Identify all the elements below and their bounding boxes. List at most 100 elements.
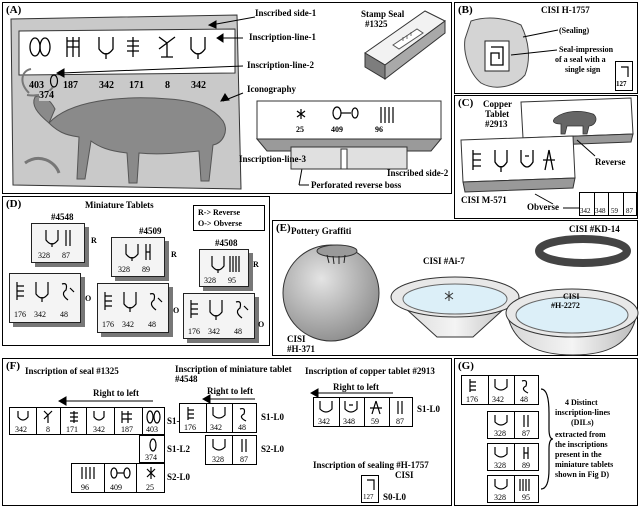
seal-num-187: 187	[63, 80, 78, 91]
f-seal-n1: 342	[15, 425, 27, 434]
f-mini-s1: S1-L0	[261, 412, 285, 422]
panel-b-sealing: (Sealing)	[559, 26, 590, 35]
g-desc-4: extracted from	[555, 430, 606, 439]
g-r4-a: 328	[494, 493, 506, 502]
sealing-h1757	[464, 17, 529, 88]
label-inscribed-side-2: Inscribed side-2	[387, 168, 449, 178]
seal-1325-face	[10, 14, 242, 190]
d-o-label-2: O	[173, 306, 180, 315]
g-desc-6: present in the	[555, 450, 602, 459]
seal-num-374: 374	[39, 90, 54, 101]
animal-icon	[553, 110, 597, 135]
f-seal-title: Inscription of seal #1325	[25, 366, 119, 376]
f-mini-b1: 328	[212, 455, 224, 464]
tablet-4508-obverse: 176 342 48	[183, 293, 255, 339]
g-row-4: 328 95	[487, 475, 539, 503]
f-label-s1l2: S1-L2	[167, 444, 191, 454]
g-r1-a: 176	[466, 395, 478, 404]
panel-e-ai7: CISI #Ai-7	[423, 256, 465, 266]
g-bracket	[540, 388, 554, 490]
d-obv-1-c: 48	[60, 310, 68, 319]
f-sealing-label: S0-L0	[383, 492, 407, 502]
panel-e-tag: (E)	[276, 222, 291, 234]
d-obv-2-c: 48	[148, 320, 156, 329]
seal-num-171: 171	[129, 80, 144, 91]
f-s2-n1: 96	[81, 483, 89, 492]
panel-c-title-2: Tablet	[485, 109, 510, 119]
panel-c-cisi: CISI M-571	[461, 195, 507, 205]
d-o-label-1: O	[85, 294, 92, 303]
base-num-96: 96	[375, 125, 383, 134]
seal-num-342b: 342	[191, 80, 206, 91]
legend-obverse: O-> Obverse	[198, 219, 242, 228]
f-mini-title-1: Inscription of miniature tablet	[175, 364, 292, 374]
g-row-3: 328 89	[487, 443, 539, 471]
f-copper-n4: 87	[396, 417, 404, 426]
g-r3-b: 89	[522, 461, 530, 470]
g-row-2: 328 87	[487, 411, 539, 439]
f-seal-n6: 403	[146, 425, 158, 434]
panel-c-title-3: #2913	[485, 119, 508, 129]
d-r-label-2: R	[171, 250, 177, 259]
tablet-id-4509: #4509	[139, 226, 162, 236]
panel-d-legend: R-> Reverse O-> Obverse	[193, 205, 265, 231]
base-num-409: 409	[331, 125, 343, 134]
panel-b-desc-2: of a seal with a	[555, 55, 606, 64]
f-copper-rtl: Right to left	[333, 382, 379, 392]
panel-a: (A) 403 187 342	[2, 2, 452, 194]
f-mini-s2: S2-L0	[261, 444, 285, 454]
panel-c-reverse: Reverse	[595, 157, 626, 167]
tablet-4548-obverse: 176 342 48	[9, 273, 81, 323]
panel-c-title-1: Copper	[483, 99, 512, 109]
panel-c-num-342: 342	[580, 207, 591, 215]
tablet-4509-obverse: 176 342 48	[97, 283, 169, 333]
f-copper-n3: 59	[371, 417, 379, 426]
f-mini-b2: 87	[240, 455, 248, 464]
label-stamp-seal-num: #1325	[365, 19, 388, 29]
copper-tablet-2913	[460, 97, 634, 209]
tablet-id-4508: #4508	[215, 238, 238, 248]
panel-g-tag: (G)	[458, 360, 474, 372]
seal-num-8: 8	[165, 80, 170, 91]
panel-c-tag: (C)	[458, 97, 474, 109]
f-seal-line-1: 342 8 171 342 187 403	[9, 407, 165, 435]
g-r3-a: 328	[494, 461, 506, 470]
legend-reverse: R-> Reverse	[198, 208, 241, 217]
f-sealing-title-2: CISI	[395, 470, 414, 480]
f-copper-label: S1-L0	[417, 404, 441, 414]
g-desc-3: (DILs)	[571, 418, 594, 427]
f-sealing-box: 127	[361, 475, 379, 503]
tablet-4548-reverse: 328 87	[31, 223, 85, 263]
f-seal-374: 374	[145, 453, 157, 462]
tablet-4509-reverse: 328 89	[111, 237, 165, 277]
panel-b-sign-box: 127	[615, 61, 633, 91]
panel-d-title: Miniature Tablets	[85, 200, 154, 210]
panel-b-num: 127	[616, 80, 627, 88]
d-rev-2-a: 328	[118, 265, 130, 274]
f-mini-bottom: 328 87	[205, 435, 257, 465]
g-r4-b: 95	[522, 493, 530, 502]
d-rev-1-b: 87	[62, 251, 70, 260]
base-num-25: 25	[296, 125, 304, 134]
g-r2-b: 87	[522, 429, 530, 438]
panel-e-h371-a: CISI	[287, 334, 306, 344]
panel-b-desc-1: Seal-impression	[559, 45, 614, 54]
panel-c-obverse: Obverse	[527, 202, 559, 212]
f-seal-line-2: 374	[139, 435, 165, 463]
panel-d: (D) Miniature Tablets R-> Reverse O-> Ob…	[2, 196, 270, 346]
f-mini-title-2: #4548	[175, 374, 198, 384]
f-copper-n1: 342	[318, 417, 330, 426]
g-desc-2: inscription-lines	[555, 408, 611, 417]
g-row-1: 176 342 48	[461, 375, 539, 405]
d-obv-3-c: 48	[234, 327, 242, 336]
f-arrows	[57, 388, 393, 406]
panel-a-tag: (A)	[6, 4, 22, 16]
d-obv-3-b: 342	[208, 327, 220, 336]
d-obv-2-a: 176	[102, 320, 114, 329]
panel-b-arrows	[510, 29, 559, 56]
seal-side-2	[255, 100, 443, 170]
d-rev-3-b: 95	[228, 276, 236, 285]
panel-e-h371-b: #H-371	[287, 344, 315, 354]
d-r-label-3: R	[253, 260, 259, 269]
